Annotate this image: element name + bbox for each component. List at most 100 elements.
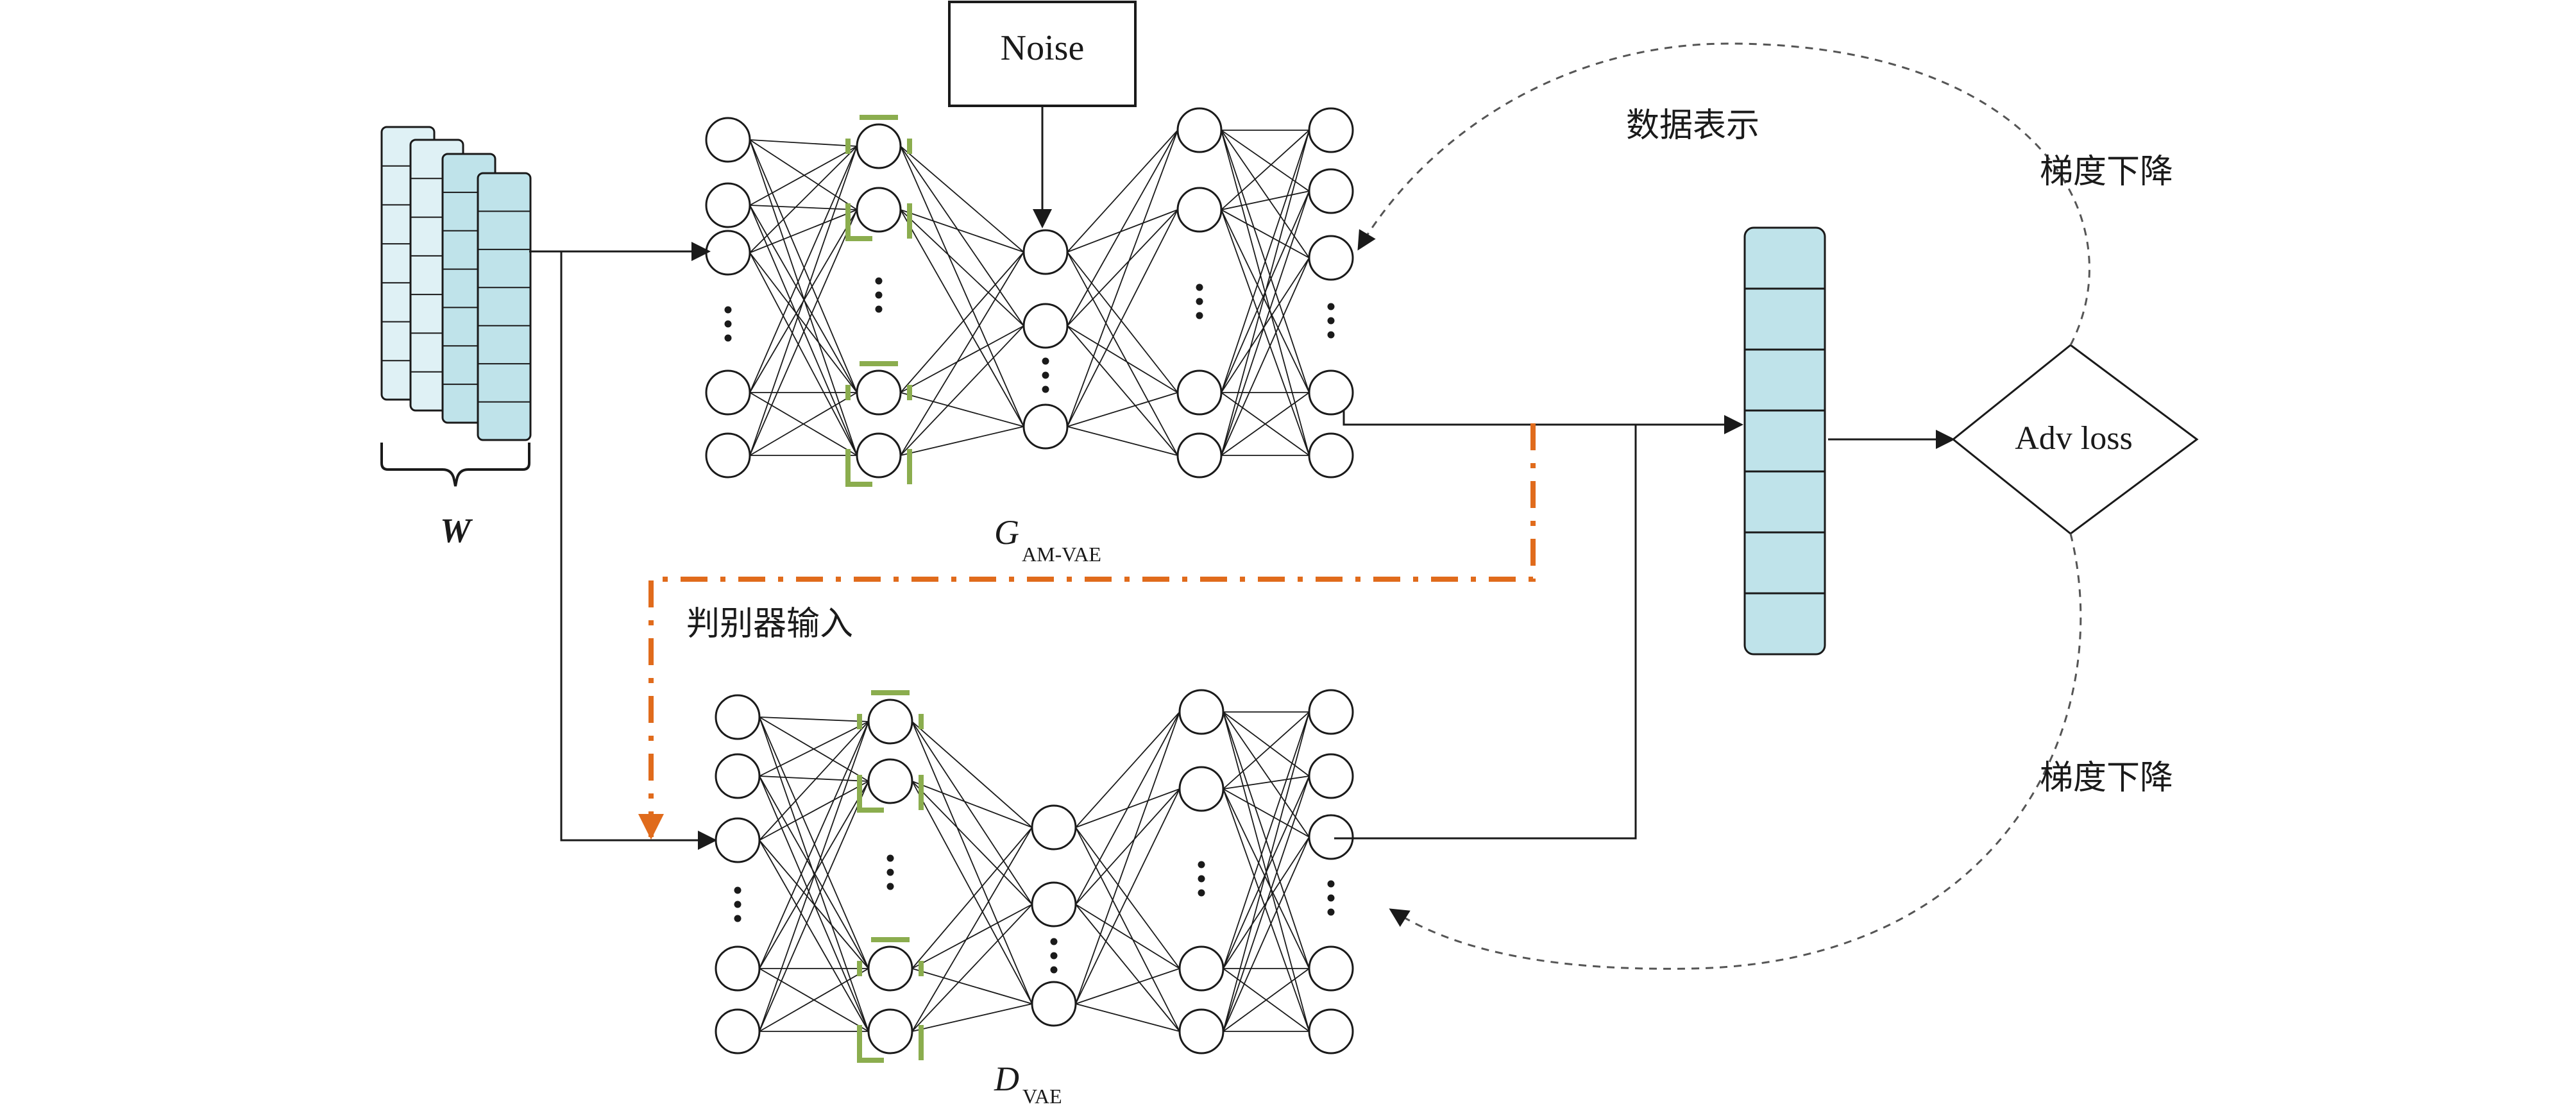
ellipsis-dot [1042, 385, 1049, 393]
ellipsis-dot [1196, 298, 1203, 305]
neuron [1308, 168, 1354, 214]
neuron [1308, 753, 1354, 799]
neuron [856, 123, 902, 169]
data-representation-vector [1743, 226, 1826, 656]
w-label: W [440, 511, 473, 550]
neuron [867, 758, 913, 804]
neuron [1178, 766, 1224, 812]
network-edges [749, 130, 1310, 456]
neuron [705, 369, 751, 416]
neuron [705, 230, 751, 276]
neuron [715, 1008, 761, 1054]
ellipsis-dot [1327, 880, 1335, 888]
neuron [705, 182, 751, 228]
ellipsis-dot [1042, 357, 1049, 365]
gradient-descent-arcs [1357, 42, 2090, 970]
discriminator-input-path [638, 423, 1536, 840]
noise-label: Noise [1001, 28, 1085, 68]
ellipsis-dot [1050, 966, 1058, 974]
ellipsis-dot [1196, 284, 1203, 291]
generator-network [705, 107, 1354, 487]
neuron [1178, 945, 1224, 992]
neuron [1031, 881, 1077, 927]
ellipsis-dot [1327, 303, 1335, 310]
discriminator-input-label: 判别器输入 [686, 605, 853, 643]
ellipsis-dot [1198, 861, 1205, 868]
adv-loss-label: Adv loss [2015, 420, 2132, 457]
ellipsis-dot [734, 901, 741, 908]
neuron [1308, 432, 1354, 478]
gradient-descent-label-top: 梯度下降 [2040, 153, 2173, 191]
neuron [1031, 981, 1077, 1027]
network-edges [759, 711, 1310, 1032]
discriminator-network [715, 689, 1354, 1063]
neuron [856, 369, 902, 416]
neuron [1178, 689, 1224, 735]
neuron [1176, 187, 1223, 233]
ellipsis-dot [1327, 894, 1335, 902]
ellipsis-dot [886, 868, 894, 876]
neuron [1031, 804, 1077, 851]
neuron [867, 698, 913, 745]
neuron [1308, 1008, 1354, 1054]
ellipsis-dot [886, 854, 894, 862]
ellipsis-dot [1198, 889, 1205, 897]
svg-text:VAE: VAE [1022, 1085, 1062, 1106]
input-connectors [529, 242, 717, 850]
neuron [1022, 403, 1069, 450]
ellipsis-dot [724, 306, 732, 314]
generator-output-connector [1343, 411, 1743, 434]
neuron [1308, 945, 1354, 992]
svg-text:G: G [994, 513, 1019, 552]
neuron [705, 117, 751, 163]
neuron [856, 187, 902, 233]
ellipsis-dot [1196, 312, 1203, 319]
neuron [705, 432, 751, 478]
ellipsis-dot [724, 334, 732, 342]
ellipsis-dot [1050, 938, 1058, 945]
ellipsis-dot [1042, 371, 1049, 379]
neuron [867, 945, 913, 992]
attention-highlight [845, 115, 912, 487]
neuron [856, 432, 902, 478]
attention-highlight [857, 690, 924, 1063]
ellipsis-dot [875, 291, 883, 299]
neuron [1308, 689, 1354, 735]
neuron [1308, 107, 1354, 153]
svg-text:AM-VAE: AM-VAE [1022, 543, 1101, 566]
generator-label: G AM-VAE [994, 513, 1101, 566]
neuron [1176, 432, 1223, 478]
neuron [1308, 369, 1354, 416]
noise-box [948, 1, 1137, 107]
neuron [867, 1008, 913, 1054]
neuron [1176, 369, 1223, 416]
ellipsis-dot [1327, 331, 1335, 339]
ellipsis-dot [734, 886, 741, 894]
neuron [1022, 303, 1069, 349]
gradient-descent-label-bottom: 梯度下降 [2040, 759, 2173, 797]
neuron [1308, 235, 1354, 281]
ellipsis-dot [886, 883, 894, 890]
ellipsis-dot [875, 305, 883, 313]
w-matrix [477, 172, 532, 441]
neuron [1176, 107, 1223, 153]
ellipsis-dot [734, 915, 741, 922]
w-input-matrix-stack [380, 126, 532, 441]
ellipsis-dot [1327, 908, 1335, 916]
neuron [715, 694, 761, 740]
neuron [715, 753, 761, 799]
discriminator-label: D VAE [994, 1060, 1062, 1108]
neuron [1022, 229, 1069, 275]
ellipsis-dot [1050, 952, 1058, 960]
neuron [715, 817, 761, 863]
ellipsis-dot [724, 320, 732, 328]
svg-text:D: D [994, 1060, 1019, 1098]
w-brace [380, 443, 530, 487]
neuron [1308, 814, 1354, 860]
discriminator-output-connector [1334, 425, 1637, 840]
ellipsis-dot [875, 277, 883, 285]
neuron [1178, 1008, 1224, 1054]
ellipsis-dot [1198, 875, 1205, 883]
